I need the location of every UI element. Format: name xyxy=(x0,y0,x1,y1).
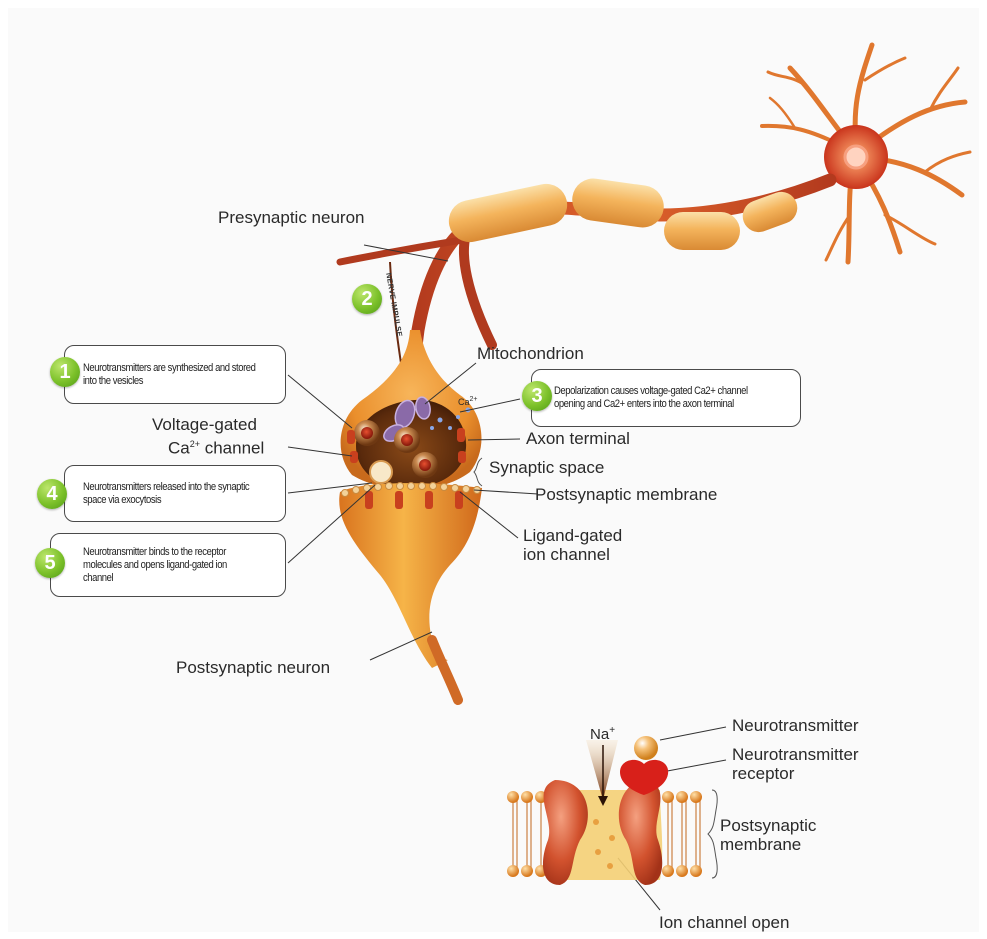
step-5-text: Neurotransmitter binds to the receptor m… xyxy=(83,546,257,585)
label-mitochondrion: Mitochondrion xyxy=(477,345,584,363)
step-5-box: Neurotransmitter binds to the receptor m… xyxy=(50,533,286,597)
label-postsyn-membrane-1: Postsynaptic xyxy=(720,817,816,835)
ca-ion-superscript: 2+ xyxy=(470,396,478,403)
step-3-badge: 3 xyxy=(522,381,552,411)
label-ion-channel: ion channel xyxy=(523,546,610,564)
na-ion-text: Na xyxy=(590,726,609,743)
label-presynaptic-neuron: Presynaptic neuron xyxy=(218,209,364,227)
axon-branch xyxy=(464,225,492,345)
label-neurotransmitter: Neurotransmitter xyxy=(732,717,859,735)
label-postsyn-membrane-2: membrane xyxy=(720,836,801,854)
label-ca-ion: Ca2+ xyxy=(458,396,478,407)
label-ion-channel-open: Ion channel open xyxy=(659,914,789,932)
step-4-text: Neurotransmitters released into the syna… xyxy=(83,481,257,507)
label-axon-terminal: Axon terminal xyxy=(526,430,630,448)
step-4-badge: 4 xyxy=(37,479,67,509)
label-nt-receptor-1: Neurotransmitter xyxy=(732,746,859,764)
ca-ion-text: Ca xyxy=(458,397,470,407)
label-na-ion: Na+ xyxy=(590,725,615,743)
label-ligand-gated: Ligand-gated xyxy=(523,527,622,545)
step-1-box: Neurotransmitters are synthesized and st… xyxy=(64,345,286,404)
label-channel-text: channel xyxy=(200,439,264,458)
step-1-badge: 1 xyxy=(50,357,80,387)
label-ca-superscript: 2+ xyxy=(190,439,200,449)
na-ion-superscript: + xyxy=(609,725,615,736)
myelin-sheath xyxy=(445,176,802,250)
ion-channel-inset xyxy=(507,736,717,885)
step-5-badge: 5 xyxy=(35,548,65,578)
step-3-box: Depolarization causes voltage-gated Ca2+… xyxy=(531,369,801,427)
label-synaptic-space: Synaptic space xyxy=(489,459,604,477)
label-nt-receptor-2: receptor xyxy=(732,765,794,783)
step-1-text: Neurotransmitters are synthesized and st… xyxy=(83,362,257,388)
postsynaptic-dendrite xyxy=(432,640,458,700)
neurotransmitter-molecule xyxy=(634,736,658,760)
postsynaptic-spine xyxy=(339,483,482,668)
label-voltage-gated-channel: Ca2+ channel xyxy=(168,435,264,458)
step-3-text: Depolarization causes voltage-gated Ca2+… xyxy=(554,385,766,411)
label-postsynaptic-neuron: Postsynaptic neuron xyxy=(176,659,330,677)
step-2-badge: 2 xyxy=(352,284,382,314)
label-postsynaptic-membrane: Postsynaptic membrane xyxy=(535,486,717,504)
step-4-box: Neurotransmitters released into the syna… xyxy=(64,465,286,522)
label-voltage-gated: Voltage-gated xyxy=(152,416,257,434)
label-ca-text: Ca xyxy=(168,439,190,458)
nucleus xyxy=(845,146,867,168)
